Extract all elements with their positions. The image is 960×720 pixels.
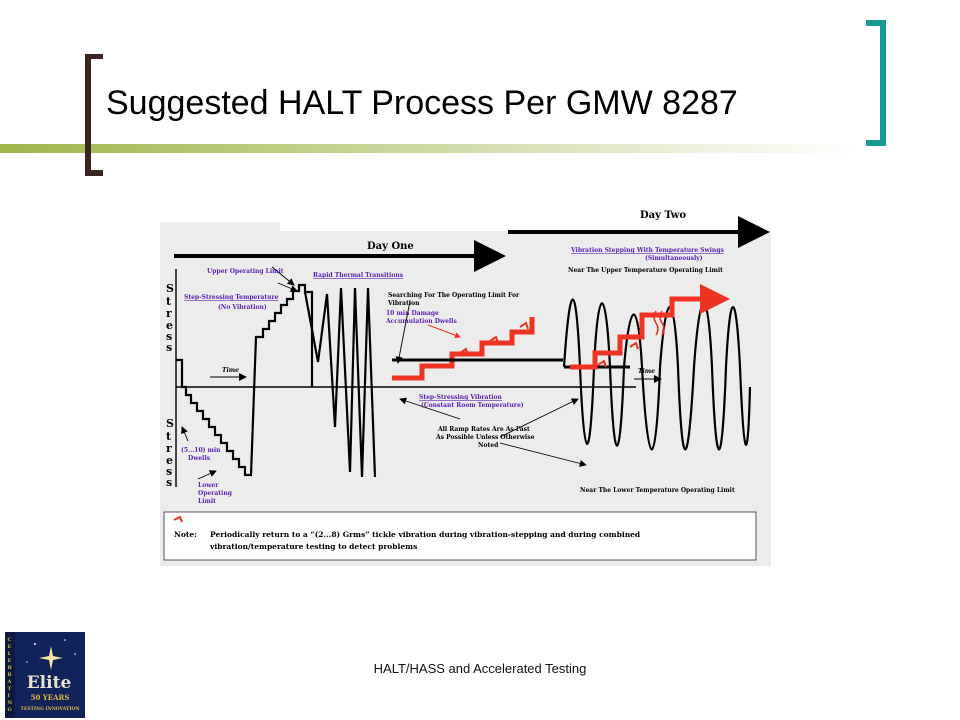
stress-letter: r [166,307,172,320]
note-text: Periodically return to a “(2...8) Grms” … [210,530,641,539]
step-vib-label: Step-Stressing Vibration [419,394,502,401]
svg-text:I: I [8,693,11,699]
ramp-label: All Ramp Rates Are As Fast [437,426,530,433]
simultaneously-label: (Simultaneously) [645,255,703,262]
note-label: Note: [174,530,197,539]
slide-title: Suggested HALT Process Per GMW 8287 [106,84,738,122]
elite-logo: C E L E B R A T I N G Elite 50 YEARS TES… [5,632,85,718]
searching-label-2: Vibration [387,300,420,307]
day-one-label: Day One [367,241,414,252]
damage-label: 10 min Damage [386,310,439,317]
note-text-2: vibration/temperature testing to detect … [209,542,417,551]
svg-text:R: R [8,672,13,678]
halt-process-diagram: Day Two Day One S t r e s s S t r e s s … [160,187,771,566]
lower-limit-label-2: Operating [198,490,233,497]
logo-side-letter: C [8,637,12,643]
near-lower-label: Near The Lower Temperature Operating Lim… [580,487,735,494]
svg-text:E: E [8,644,12,650]
stress-letter: s [166,476,172,489]
dwells-label: (5...10) min [181,447,221,454]
lower-limit-label: Lower [198,482,219,489]
no-vibration-label: (No Vibration) [218,304,267,311]
dwells-label-2: Dwells [188,455,211,462]
diagram-background [160,187,771,566]
time-label: Time [638,368,655,375]
stress-letter: s [166,341,172,354]
ramp-label-2: As Possible Unless Otherwise [435,434,535,441]
slide-footer: HALT/HASS and Accelerated Testing [373,661,587,676]
stress-axis-lower: S t r e s s [166,417,174,489]
bracket-right [866,20,886,146]
stress-letter: t [166,430,172,443]
lower-limit-label-3: Limit [198,498,216,505]
note-box: Note: Periodically return to a “(2...8) … [163,511,757,561]
day-two-label: Day Two [640,210,686,221]
rapid-thermal-label: Rapid Thermal Transitions [313,272,404,279]
time-arrow-icon: Time [634,368,662,383]
damage-leader [427,324,461,339]
stress-letter: S [166,282,174,295]
temperature-swing-steps [570,284,730,370]
room-temp-label: (Constant Room Temperature) [421,402,524,409]
tickle-marker-icon [459,321,639,368]
day-one-arrow: Day One [174,240,506,272]
step-temp-label: Step-Stressing Temperature [184,294,279,301]
svg-text:L: L [8,651,12,657]
svg-text:N: N [8,700,13,706]
accent-bar [0,144,860,153]
day-two-arrow: Day Two [508,210,770,248]
logo-years: 50 YEARS [31,693,70,702]
logo-brand: Elite [27,673,72,693]
star-icon [39,646,63,670]
temperature-step-line [176,283,314,477]
svg-text:E: E [8,658,12,664]
stress-letter: r [166,442,172,455]
stress-letter: e [166,454,173,467]
damage-label-2: Accumulation Dwells [385,318,457,325]
stress-letter: S [166,417,174,430]
stress-letter: e [166,319,173,332]
near-upper-label: Near The Upper Temperature Operating Lim… [568,267,723,274]
svg-text:T: T [8,686,12,692]
searching-label: Searching For The Operating Limit For [388,292,520,299]
logo-tagline: TESTING INNOVATION [20,706,79,712]
svg-text:A: A [7,679,12,685]
stress-letter: s [166,330,172,343]
vibration-step-line [392,317,535,381]
bracket-left [85,54,103,176]
stress-axis-upper: S t r e s s [166,282,174,354]
svg-text:G: G [8,707,12,713]
tickle-marker-icon [173,515,183,523]
rapid-thermal-transition [303,287,377,478]
time-arrow-icon: Time [210,367,247,381]
upper-limit-label: Upper Operating Limit [207,268,284,275]
callout-leaders [181,266,587,480]
ramp-label-3: Noted [478,442,499,449]
svg-text:B: B [8,665,12,671]
time-label: Time [222,367,239,374]
stress-letter: t [166,295,172,308]
vib-swings-label: Vibration Stepping With Temperature Swin… [570,247,724,254]
stress-letter: s [166,465,172,478]
